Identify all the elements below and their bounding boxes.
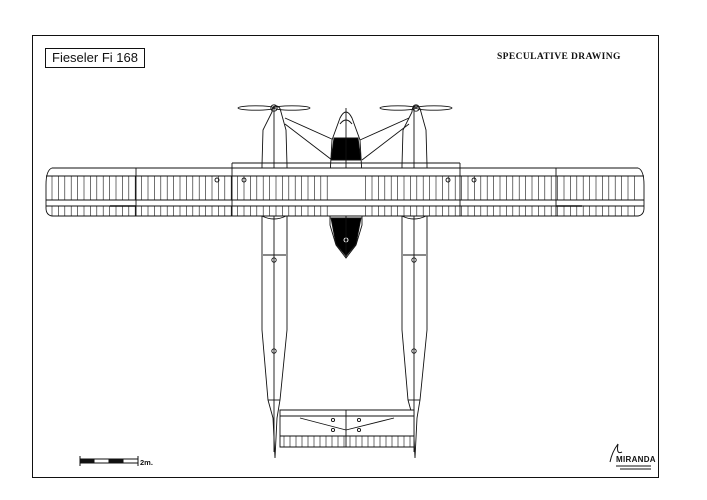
left-propeller <box>237 104 311 112</box>
drawing-frame <box>32 35 659 478</box>
main-wing <box>45 162 645 220</box>
scale-label: 2m. <box>140 458 153 467</box>
right-propeller <box>379 104 453 112</box>
left-float <box>261 105 288 459</box>
signature-logo <box>609 443 651 470</box>
tail-ribs <box>283 436 411 447</box>
drawing-title: Fieseler Fi 168 <box>45 48 145 68</box>
drawing-subtitle: SPECULATIVE DRAWING <box>497 52 621 62</box>
right-float <box>401 105 428 459</box>
scale-bar <box>79 456 139 466</box>
signature-text: MIRANDA <box>616 455 656 464</box>
tailplane <box>279 409 415 448</box>
float-struts <box>284 117 410 161</box>
wing-ribs <box>51 176 635 216</box>
